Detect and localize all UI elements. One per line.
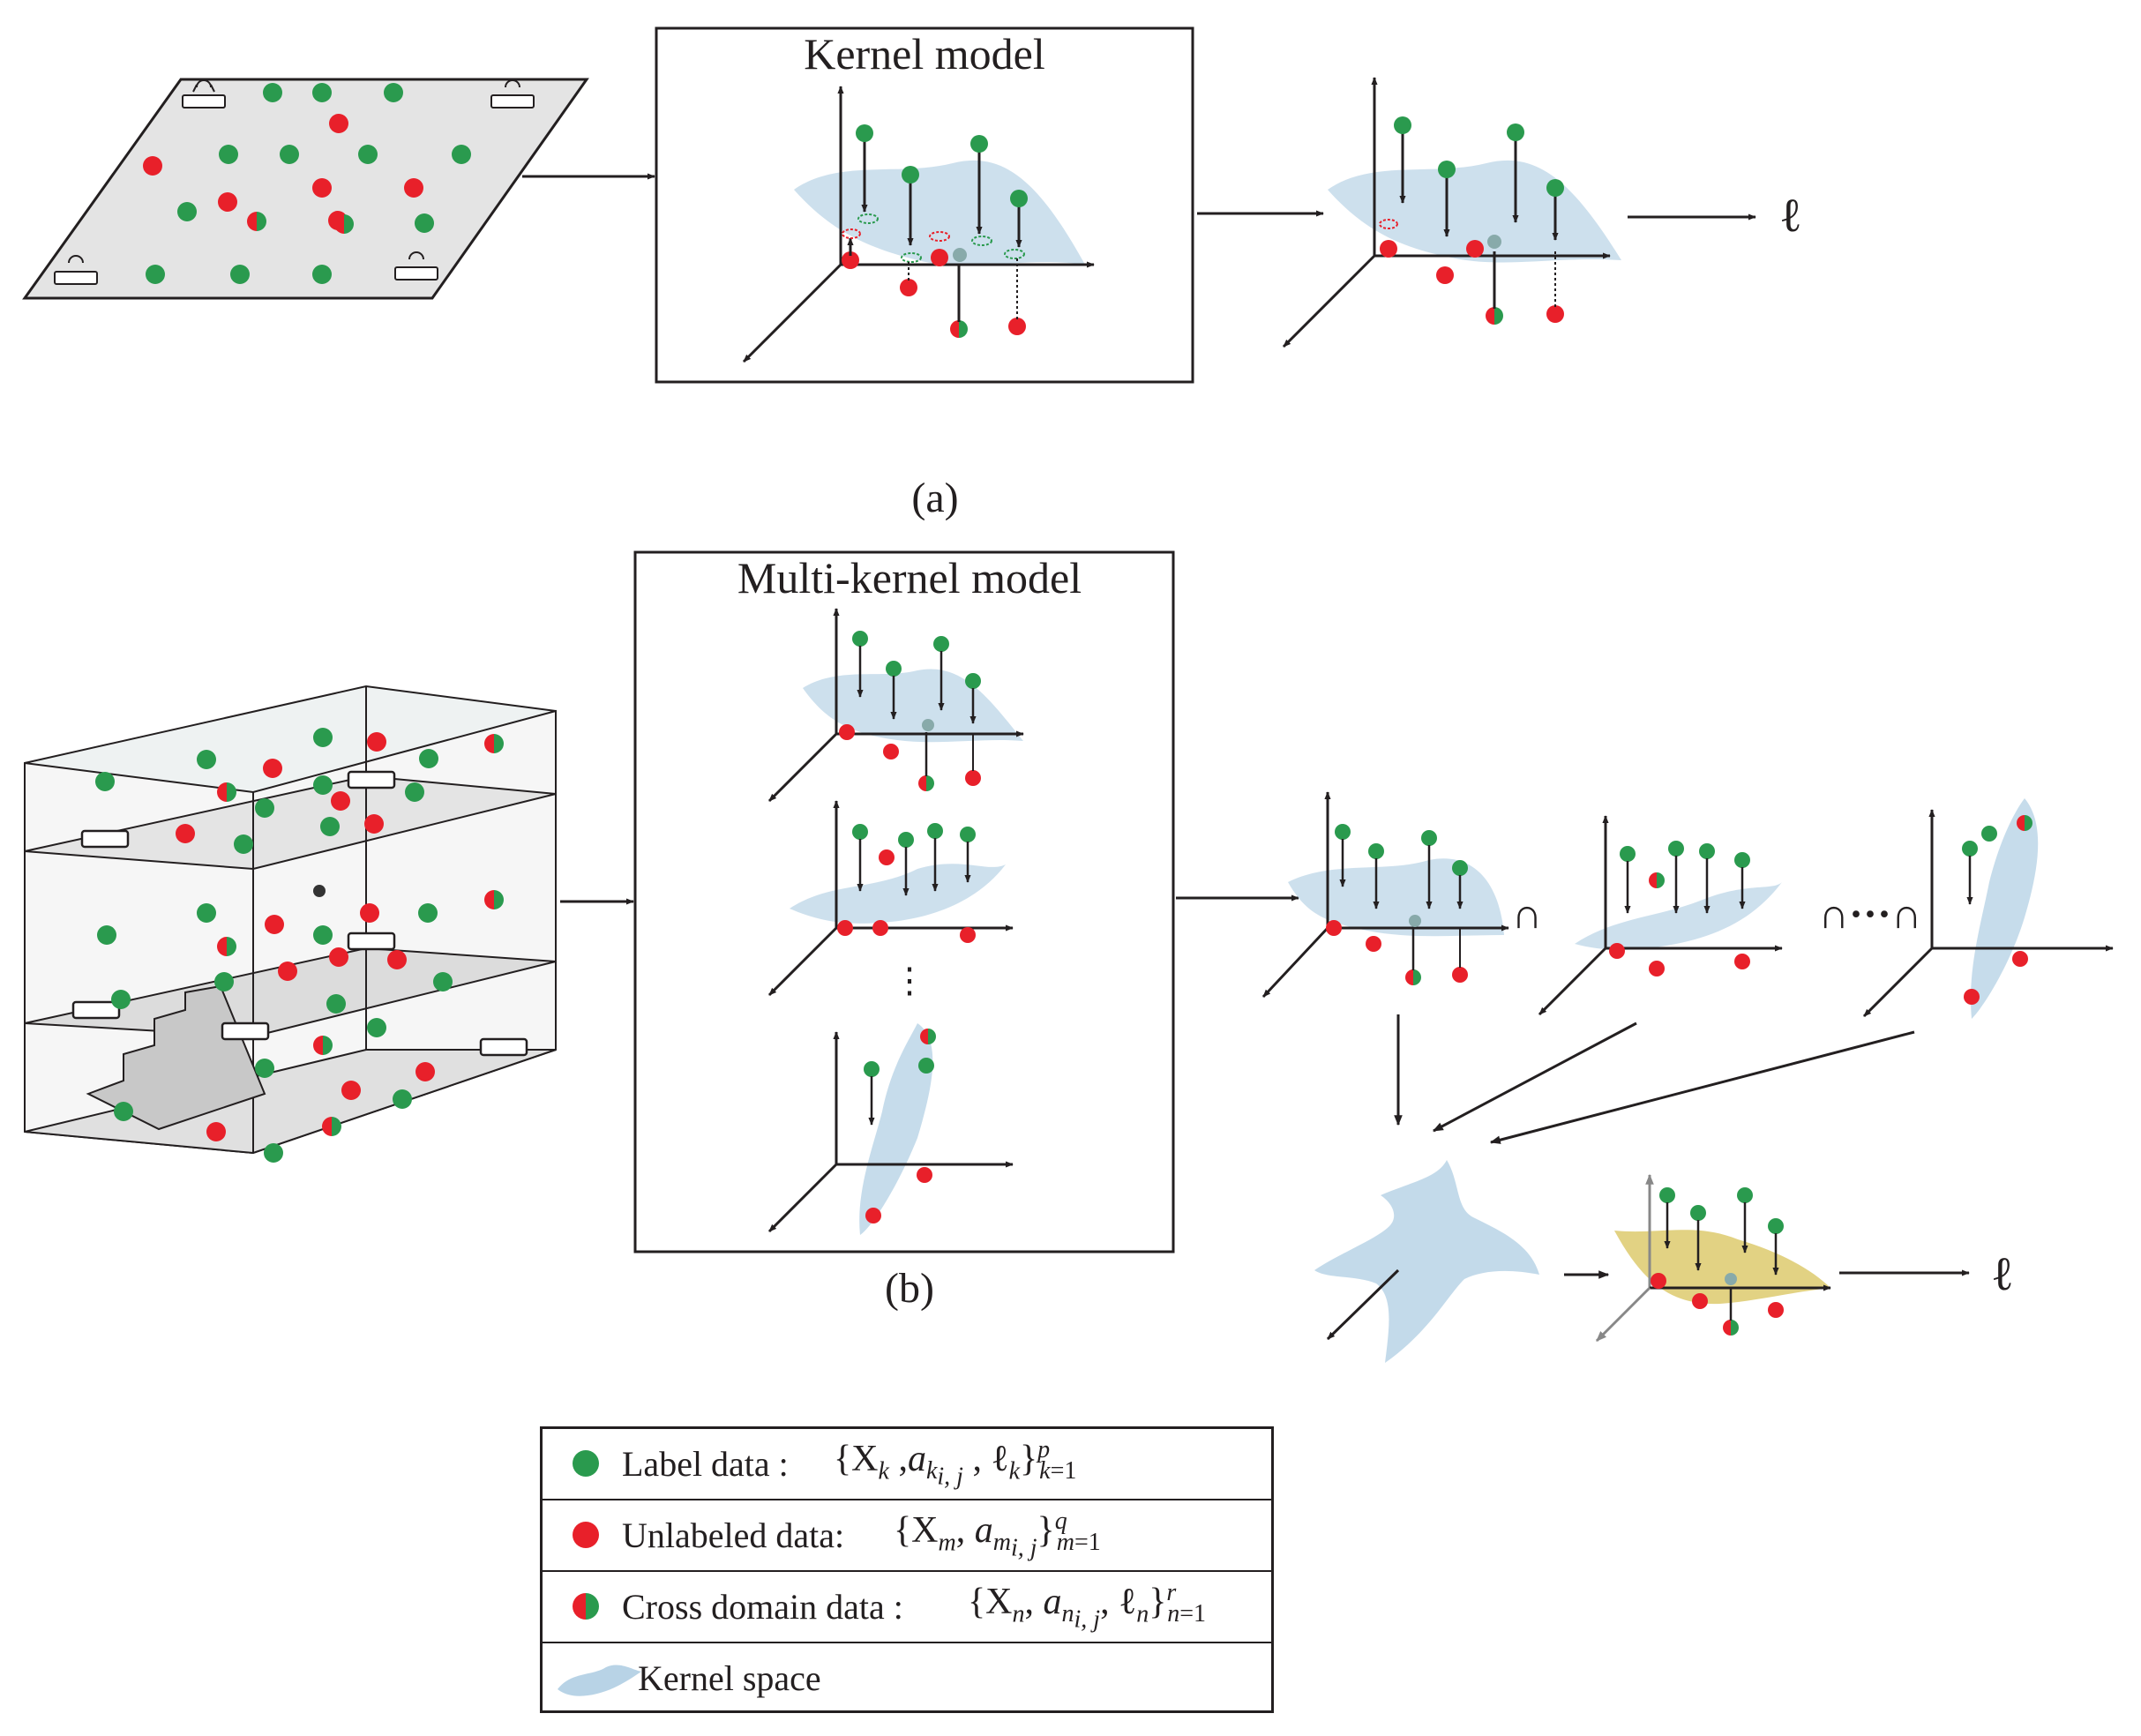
ell-symbol-b: ℓ [1991, 1247, 2014, 1300]
kernel-plot-b2 [767, 800, 1014, 997]
router-icon [394, 251, 438, 281]
kernel-plot-c2 [1538, 815, 1783, 1016]
legend-row-kernel: Kernel space [543, 1643, 1271, 1715]
vdots: ⋮ [892, 961, 927, 1000]
floor-plan-a [22, 78, 589, 300]
router-icon [54, 255, 98, 285]
kernel-plot-c1 [1261, 791, 1509, 999]
kernel-plot-a1 [742, 86, 1095, 363]
intersect-chain: ∩···∩ [1818, 891, 1921, 938]
kernel-model-box [655, 26, 1194, 384]
half-dot-icon [573, 1593, 599, 1620]
kernel-plot-final [1595, 1173, 1831, 1343]
ell-symbol-a: ℓ [1779, 189, 1802, 242]
arrow-c3 [1489, 1030, 1915, 1144]
legend-label-text: Label data : [622, 1444, 789, 1484]
caption-a: (a) [911, 475, 958, 521]
fused-kernel [1314, 1160, 1539, 1363]
legend: Label data : {Xk ,aki, j , ℓk}pk=1 Unlab… [540, 1426, 1274, 1713]
legend-cross-text: Cross domain data : [622, 1587, 903, 1627]
legend-unlabeled-text: Unlabeled data: [622, 1515, 845, 1555]
legend-row-unlabeled: Unlabeled data: {Xm, ami, j}qm=1 [543, 1500, 1271, 1572]
building-dots [95, 728, 504, 1163]
floor-dots-a [143, 83, 471, 284]
legend-label-math: {Xk ,aki, j , ℓk}pk=1 [834, 1436, 1077, 1491]
kernel-plot-a2 [1282, 77, 1621, 348]
kernel-space-icon [558, 1665, 641, 1696]
arrow-c2 [1432, 1021, 1637, 1133]
legend-kernel-text: Kernel space [638, 1658, 821, 1698]
building-routers [71, 770, 528, 1057]
kernel-plot-c3 [1862, 798, 2114, 1019]
green-dot-icon [573, 1450, 599, 1477]
multi-kernel-title: Multi-kernel model [737, 553, 1082, 602]
kernel-plot-b3 [767, 1023, 1014, 1235]
legend-row-cross: Cross domain data : {Xn, ani, j, ℓn}rn=1 [543, 1572, 1271, 1643]
legend-unlabeled-math: {Xm, ami, j}qm=1 [894, 1508, 1101, 1562]
red-dot-icon [573, 1522, 599, 1548]
caption-b: (b) [885, 1265, 934, 1312]
router-icon [182, 79, 226, 108]
legend-row-label: Label data : {Xk ,aki, j , ℓk}pk=1 [543, 1429, 1271, 1500]
multi-kernel-box [633, 550, 1175, 1253]
kernel-model-title: Kernel model [804, 29, 1045, 79]
building-b [24, 685, 557, 1155]
kernel-plot-b1 [767, 608, 1024, 803]
router-icon [490, 79, 535, 108]
intersect-symbol: ∩ [1512, 891, 1543, 938]
legend-cross-math: {Xn, ani, j, ℓn}rn=1 [968, 1579, 1207, 1634]
